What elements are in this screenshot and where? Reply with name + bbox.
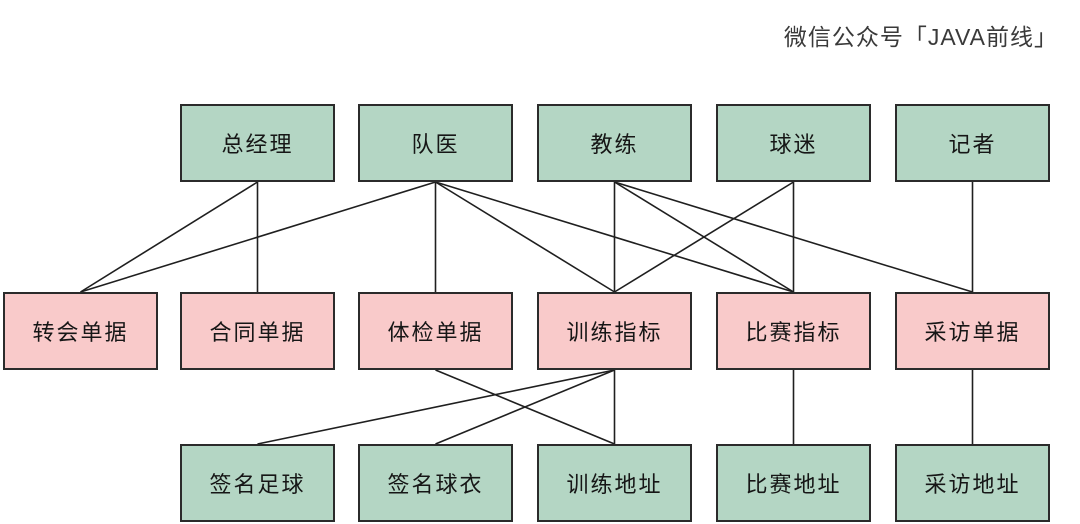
node-interview-doc: 采访单据: [895, 292, 1050, 370]
node-label-training-metric: 训练指标: [566, 320, 663, 345]
node-general-manager: 总经理: [180, 104, 335, 182]
node-match-address: 比赛地址: [716, 444, 871, 522]
node-label-interview-address: 采访地址: [924, 472, 1021, 497]
node-physical-doc: 体检单据: [358, 292, 513, 370]
node-label-contract-doc: 合同单据: [209, 320, 306, 345]
node-contract-doc: 合同单据: [180, 292, 335, 370]
node-coach: 教练: [537, 104, 692, 182]
node-label-match-address: 比赛地址: [745, 472, 842, 497]
node-label-reporter: 记者: [948, 132, 997, 157]
node-label-fans: 球迷: [769, 132, 818, 157]
edge-fans-to-training-metric: [614, 181, 794, 293]
node-label-interview-doc: 采访单据: [924, 320, 1021, 345]
watermark-text: 微信公众号「JAVA前线」: [783, 24, 1058, 50]
edge-training-metric-to-signed-football: [257, 369, 615, 445]
node-label-training-address: 训练地址: [566, 472, 663, 497]
edge-general-manager-to-transfer-doc: [80, 181, 258, 293]
node-label-physical-doc: 体检单据: [387, 320, 484, 345]
node-label-team-doctor: 队医: [411, 132, 460, 157]
node-label-signed-jersey: 签名球衣: [387, 472, 484, 497]
node-label-match-metric: 比赛指标: [745, 320, 842, 345]
edge-training-metric-to-signed-jersey: [435, 369, 615, 445]
node-training-metric: 训练指标: [537, 292, 692, 370]
node-label-transfer-doc: 转会单据: [32, 320, 129, 345]
node-label-general-manager: 总经理: [221, 132, 294, 157]
node-fans: 球迷: [716, 104, 871, 182]
node-label-signed-football: 签名足球: [209, 472, 306, 497]
edge-team-doctor-to-transfer-doc: [80, 181, 436, 293]
node-signed-football: 签名足球: [180, 444, 335, 522]
node-training-address: 训练地址: [537, 444, 692, 522]
node-reporter: 记者: [895, 104, 1050, 182]
node-team-doctor: 队医: [358, 104, 513, 182]
node-signed-jersey: 签名球衣: [358, 444, 513, 522]
node-match-metric: 比赛指标: [716, 292, 871, 370]
node-interview-address: 采访地址: [895, 444, 1050, 522]
node-label-coach: 教练: [590, 132, 639, 157]
node-transfer-doc: 转会单据: [3, 292, 158, 370]
edge-team-doctor-to-training-metric: [435, 181, 615, 293]
